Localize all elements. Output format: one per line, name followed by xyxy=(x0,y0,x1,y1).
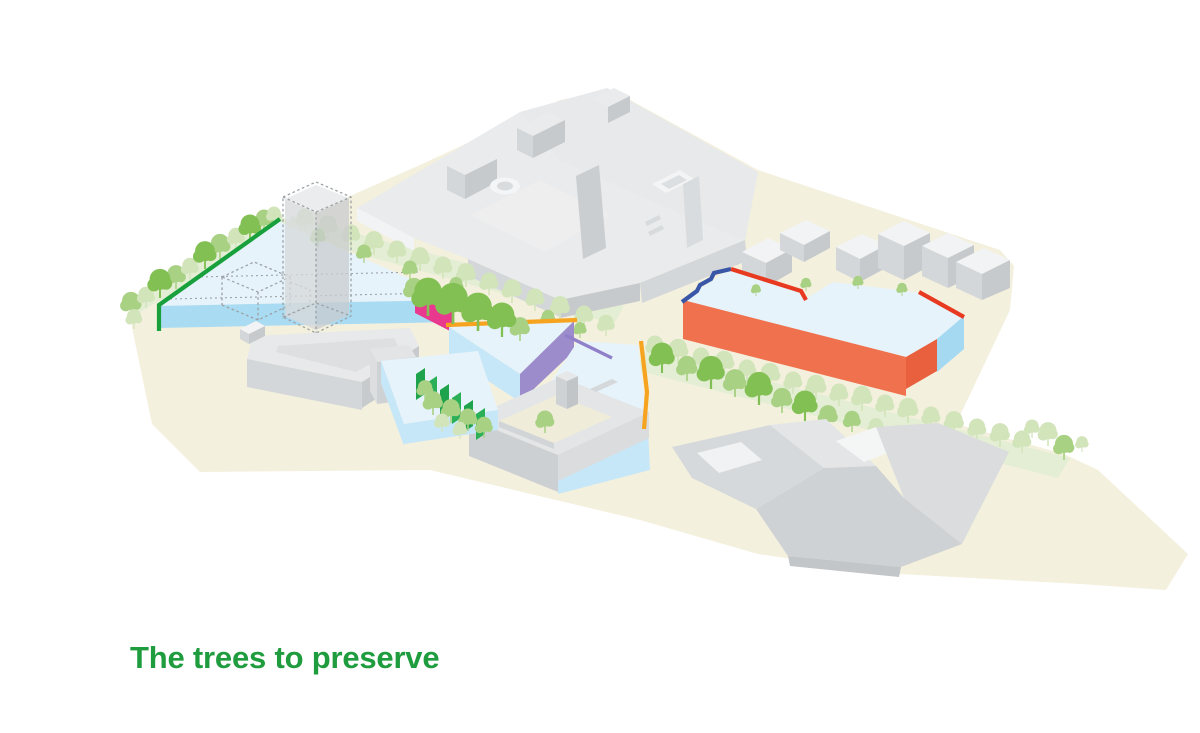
diagram-title: The trees to preserve xyxy=(130,640,440,675)
salmon-facade-highlight xyxy=(683,300,906,396)
parcel-green-wall xyxy=(381,351,498,446)
ghost-tower xyxy=(282,181,352,334)
parcel-triangle-central xyxy=(449,321,574,402)
faceted-hall-building xyxy=(672,419,1009,577)
blue-boundary-line xyxy=(680,266,732,304)
courtyard-building xyxy=(469,371,649,492)
purple-boundary-line xyxy=(564,333,613,360)
existing-buildings-northeast xyxy=(742,220,1010,300)
ghost-tower-outline xyxy=(282,181,352,334)
orange-boundary-line-east xyxy=(638,340,650,430)
red-boundary-line-west xyxy=(730,266,808,302)
green-preserve-edge-line xyxy=(156,217,282,331)
existing-city-block xyxy=(357,88,758,318)
red-boundary-line-east xyxy=(917,290,966,319)
purple-facade-highlight xyxy=(520,321,574,402)
